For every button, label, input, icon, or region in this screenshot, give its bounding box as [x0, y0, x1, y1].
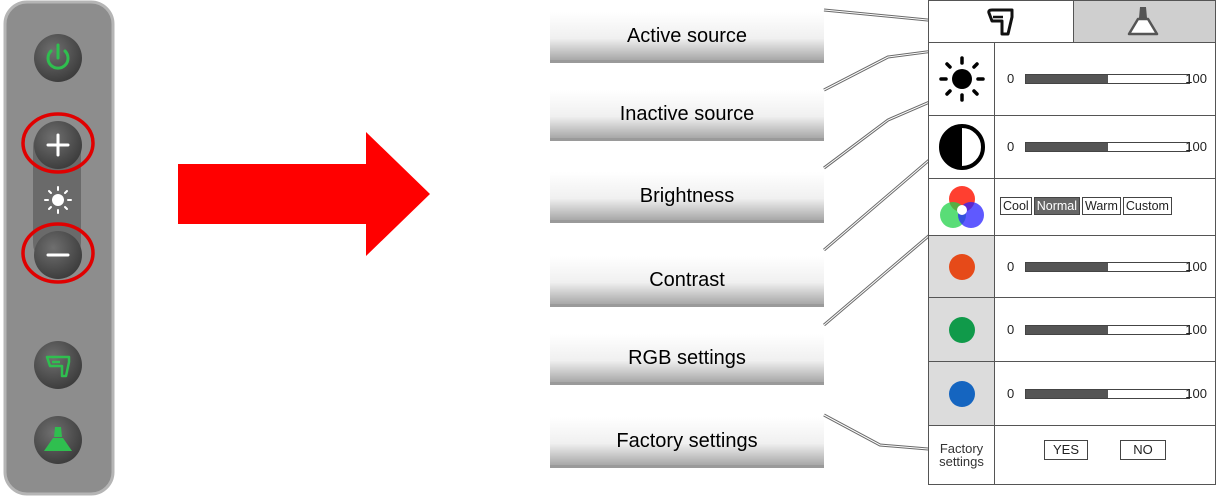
sun-icon [44, 186, 72, 214]
red-icon-cell [929, 236, 995, 297]
blue-icon-cell [929, 362, 995, 425]
blue-fill [1026, 389, 1108, 398]
handheld-lamp-button[interactable] [34, 341, 82, 389]
red-track[interactable] [1025, 261, 1190, 272]
blue-min: 0 [1007, 385, 1015, 401]
green-min: 0 [1007, 321, 1015, 337]
blue-slider[interactable]: 0 100 [1007, 385, 1215, 403]
green-track[interactable] [1025, 324, 1190, 335]
mode-cool[interactable]: Cool [1000, 197, 1032, 215]
brightness-min: 0 [1007, 71, 1015, 86]
handheld-lamp-icon [987, 8, 1014, 36]
label-active-source: Active source [550, 12, 824, 63]
settings-panel: 0 100 0 100 [928, 0, 1216, 485]
contrast-max: 100 [1185, 139, 1207, 154]
green-row: 0 100 [929, 298, 1215, 362]
brightness-icon-cell [929, 43, 995, 115]
label-brightness: Brightness [550, 172, 824, 223]
contrast-icon-cell [929, 116, 995, 178]
power-icon [46, 43, 70, 70]
brightness-minus-button[interactable] [34, 231, 82, 279]
plus-icon [46, 133, 70, 157]
contrast-fill [1026, 143, 1108, 151]
ceiling-lamp-icon [1127, 7, 1159, 36]
contrast-track[interactable] [1025, 142, 1190, 152]
factory-label-line1: Factory [939, 441, 984, 456]
tab-active-source[interactable] [929, 1, 1074, 42]
mode-custom[interactable]: Custom [1122, 197, 1172, 215]
rgb-icon-cell [929, 179, 995, 235]
power-button[interactable] [34, 34, 82, 82]
red-row: 0 100 [929, 236, 1215, 298]
contrast-row: 0 100 [929, 116, 1215, 179]
minus-highlight-ring [21, 222, 95, 284]
label-contrast: Contrast [550, 256, 824, 307]
direction-arrow [178, 132, 430, 256]
ceiling-lamp-button[interactable] [34, 416, 82, 464]
brightness-fill [1026, 75, 1108, 83]
rgb-icon [940, 186, 984, 228]
red-slider[interactable]: 0 100 [1007, 258, 1215, 276]
factory-yes-button[interactable]: YES [1044, 440, 1088, 460]
contrast-min: 0 [1007, 139, 1015, 154]
mode-warm[interactable]: Warm [1082, 197, 1121, 215]
blue-row: 0 100 [929, 362, 1215, 426]
red-fill [1026, 262, 1108, 271]
brightness-max: 100 [1185, 71, 1207, 86]
handheld-lamp-icon [45, 355, 71, 378]
blue-dot-icon [949, 381, 975, 407]
remote-control [3, 0, 115, 496]
tab-inactive-source[interactable] [1074, 1, 1215, 42]
factory-label-cell: Factory settings [929, 426, 995, 484]
green-slider[interactable]: 0 100 [1007, 321, 1215, 339]
brightness-slider[interactable]: 0 100 [1007, 70, 1215, 88]
label-inactive-source: Inactive source [550, 90, 824, 141]
factory-row: Factory settings YES NO [929, 426, 1215, 484]
red-min: 0 [1007, 258, 1015, 274]
mode-normal[interactable]: Normal [1033, 197, 1081, 215]
green-icon-cell [929, 298, 995, 361]
green-fill [1026, 325, 1108, 334]
factory-no-button[interactable]: NO [1120, 440, 1166, 460]
green-max: 100 [1185, 321, 1207, 337]
red-dot-icon [949, 254, 975, 280]
contrast-slider[interactable]: 0 100 [1007, 138, 1215, 156]
sun-icon [939, 56, 985, 102]
brightness-row: 0 100 [929, 43, 1215, 116]
contrast-icon [939, 124, 985, 170]
red-max: 100 [1185, 258, 1207, 274]
brightness-track[interactable] [1025, 74, 1190, 84]
label-rgb-settings: RGB settings [550, 334, 824, 385]
label-factory-settings: Factory settings [550, 417, 824, 468]
brightness-plus-button[interactable] [34, 121, 82, 169]
source-tabs [929, 1, 1215, 43]
ceiling-lamp-icon [44, 427, 72, 451]
factory-label-line2: settings [939, 454, 984, 469]
green-dot-icon [949, 317, 975, 343]
blue-max: 100 [1185, 385, 1207, 401]
plus-highlight-ring [21, 112, 95, 174]
blue-track[interactable] [1025, 388, 1190, 399]
